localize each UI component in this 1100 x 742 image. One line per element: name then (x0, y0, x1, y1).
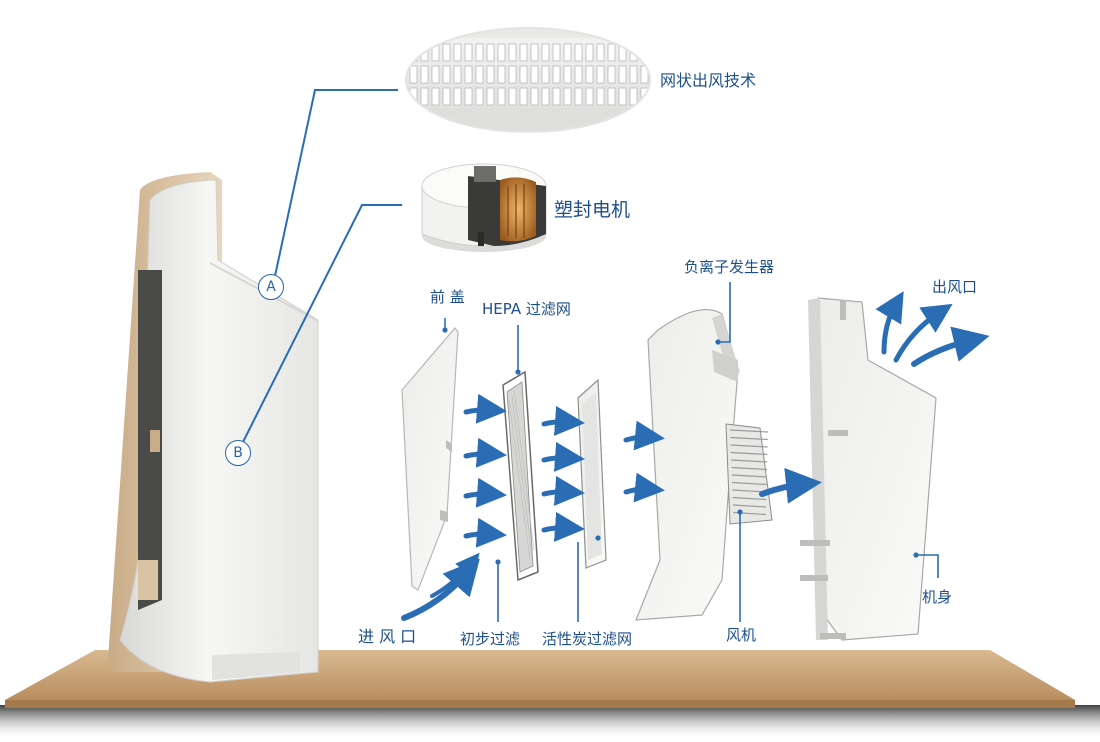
motor-label: 塑封电机 (554, 199, 631, 221)
airflow-arrow (463, 477, 507, 508)
airflow-arrow (463, 517, 507, 548)
front-cover-label: 前 盖 (430, 288, 465, 306)
anion-housing (635, 308, 740, 621)
airflow-arrow (623, 472, 665, 503)
callout-leaders (242, 89, 402, 443)
airflow-arrow (893, 303, 953, 363)
marker-b: B (225, 440, 251, 466)
airflow-arrow (541, 441, 585, 472)
main-body (800, 297, 937, 641)
air-inlet-label: 进 风 口 (358, 627, 417, 646)
hepa-filter (502, 370, 539, 582)
purifier-side-view (108, 172, 319, 683)
fan-label: 风机 (726, 626, 757, 644)
airflow-arrow (875, 291, 904, 355)
front-cover (401, 327, 459, 591)
airflow-arrow (463, 437, 507, 468)
airflow-arrows (401, 291, 990, 621)
anion-generator-label: 负离子发生器 (684, 258, 775, 276)
airflow-arrow (430, 552, 480, 598)
airflow-arrow (911, 326, 990, 367)
airflow-arrow (759, 467, 822, 504)
sealed-motor (421, 163, 547, 252)
fan-wheel (725, 423, 773, 525)
marker-a: A (258, 274, 284, 300)
pointer-dots (442, 327, 919, 565)
pre-filter-label: 初步过滤 (460, 630, 521, 648)
airflow-arrow (623, 420, 665, 451)
grille-label: 网状出风技术 (660, 71, 757, 90)
grille-closeup (405, 27, 651, 133)
airflow-arrow (541, 511, 585, 542)
carbon-filter (577, 378, 607, 569)
airflow-arrow (541, 405, 585, 436)
body-label: 机身 (922, 588, 953, 606)
air-outlet-label: 出风口 (932, 278, 978, 296)
carbon-filter-label: 活性炭过滤网 (542, 630, 633, 648)
airflow-arrow (541, 475, 585, 506)
airflow-arrow (463, 393, 507, 424)
hepa-filter-label: HEPA 过滤网 (482, 300, 571, 318)
label-pointers (444, 282, 939, 622)
